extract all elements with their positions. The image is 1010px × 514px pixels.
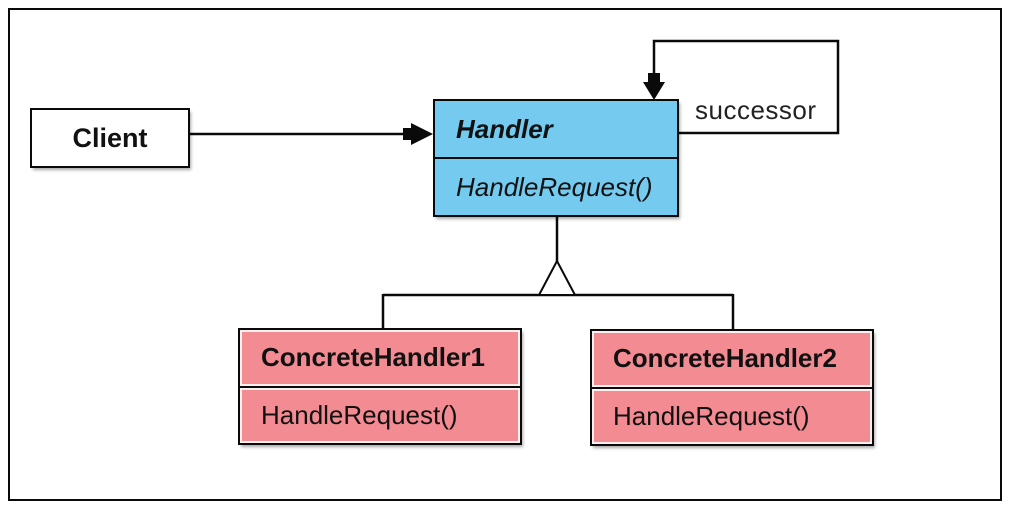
concrete-handler-1-method: HandleRequest() bbox=[240, 385, 520, 444]
successor-association-label: successor bbox=[695, 95, 817, 125]
diagram-frame bbox=[8, 8, 1002, 501]
concrete-handler-2-class-box: ConcreteHandler2 HandleRequest() bbox=[590, 329, 874, 446]
handler-method: HandleRequest() bbox=[435, 157, 677, 215]
arrowhead-collar bbox=[648, 73, 660, 84]
client-class-box: Client bbox=[30, 108, 190, 168]
concrete-handler-2-method: HandleRequest() bbox=[592, 386, 872, 445]
right-arrowhead-icon bbox=[411, 123, 433, 145]
handler-class-name: Handler bbox=[456, 113, 553, 144]
successor-loop-line bbox=[652, 39, 840, 135]
arrowhead-collar bbox=[403, 128, 414, 140]
client-class-name: Client bbox=[72, 122, 148, 153]
inheritance-triangle-icon bbox=[537, 258, 577, 296]
concrete-handler-2-class-name: ConcreteHandler2 bbox=[592, 331, 872, 387]
concrete-handler-1-class-name: ConcreteHandler1 bbox=[240, 330, 520, 386]
inheritance-connectors bbox=[381, 217, 735, 332]
successor-self-association bbox=[643, 39, 840, 135]
concrete-handler-1-class-box: ConcreteHandler1 HandleRequest() bbox=[238, 328, 522, 445]
handler-class-box: Handler HandleRequest() bbox=[433, 99, 679, 217]
client-to-handler-association bbox=[190, 123, 433, 145]
down-arrowhead-icon bbox=[643, 82, 665, 100]
